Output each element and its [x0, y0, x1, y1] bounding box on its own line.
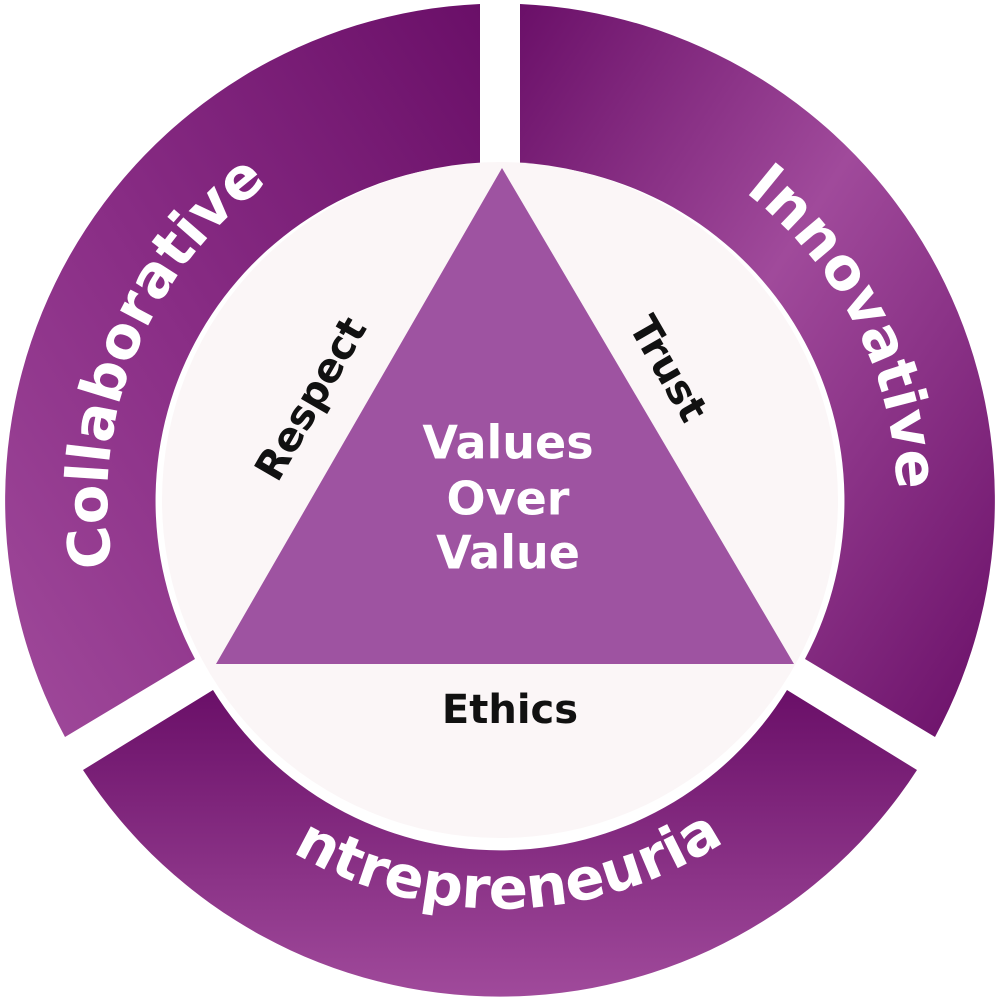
center-line-3: Value [436, 526, 580, 580]
center-triangle [216, 168, 794, 664]
ring-segment-entrepreneurial [83, 690, 917, 997]
center-line-2: Over [447, 472, 570, 526]
ring-segment-innovative [520, 4, 995, 737]
side-label-ethics: Ethics [442, 687, 578, 733]
center-line-1: Values [422, 416, 593, 470]
ring-segment-collaborative [5, 4, 480, 737]
